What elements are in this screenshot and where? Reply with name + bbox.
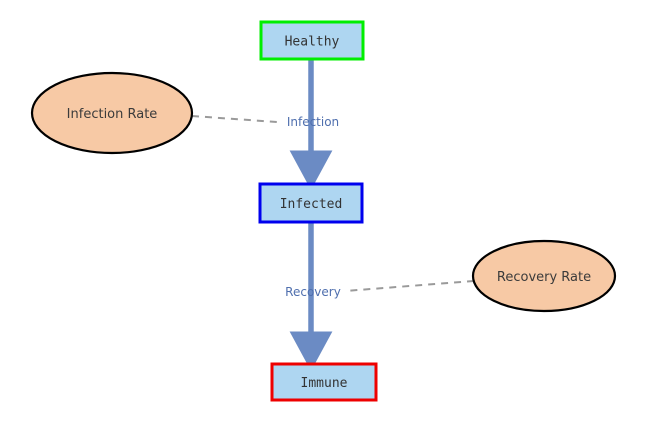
parameter-recovery-rate-ellipse[interactable] (471, 239, 617, 313)
stock-infected-label: Infected (280, 197, 343, 212)
stock-healthy-box[interactable] (259, 20, 365, 61)
parameter-node-infection-rate[interactable]: Infection Rate (30, 71, 194, 155)
stock-immune-box[interactable] (270, 362, 378, 402)
link-recovery-rate-to-recovery (344, 280, 475, 292)
parameter-node-recovery-rate[interactable]: Recovery Rate (471, 239, 617, 313)
stock-infected-box[interactable] (258, 182, 364, 224)
stock-node-immune[interactable]: Immune (270, 362, 378, 402)
parameter-infection-rate-ellipse[interactable] (30, 71, 194, 155)
parameter-infection-rate-label: Infection Rate (67, 107, 158, 122)
link-infection-rate-to-infection (191, 115, 278, 123)
parameter-recovery-rate-label: Recovery Rate (497, 270, 591, 285)
flow-infection-label: Infection (287, 115, 339, 129)
stock-node-infected[interactable]: Infected (258, 182, 364, 224)
stock-healthy-label: Healthy (285, 35, 340, 50)
stock-immune-label: Immune (301, 376, 348, 391)
stock-node-healthy[interactable]: Healthy (259, 20, 365, 61)
flow-recovery-label: Recovery (285, 285, 341, 299)
